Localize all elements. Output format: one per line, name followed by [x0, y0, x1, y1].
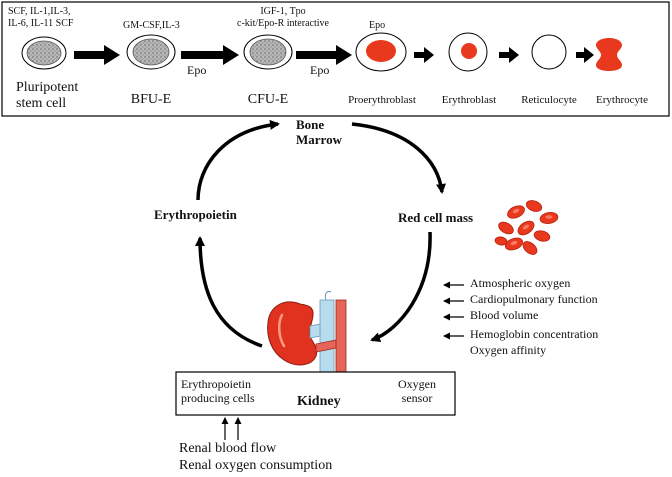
stage-label-proerythroblast: Proerythroblast	[348, 94, 416, 106]
bone-marrow-line2: Marrow	[296, 131, 342, 147]
renal-factor-1: Renal oxygen consumption	[179, 458, 333, 473]
erythrocyte-cell	[596, 38, 622, 71]
arrow-4	[414, 47, 434, 63]
factors-cfu-line2: c-kit/Epo-R interactive	[237, 17, 329, 29]
stage-label-pluripotent-line1: Pluripotent	[16, 80, 79, 95]
oxygen-sensor-line2: sensor	[401, 390, 433, 405]
oxygen-sensor-line1: Oxygen	[398, 377, 436, 391]
arrow-6	[576, 47, 594, 63]
bone-marrow-label: Bone Marrow	[296, 117, 342, 148]
stage-label-cfu: CFU-E	[247, 92, 289, 107]
stage-label-bfu: BFU-E	[130, 92, 172, 107]
arrow-kidney-to-epo	[195, 236, 263, 348]
epo-producing-line2: producing cells	[181, 390, 255, 405]
cfu-e-cell	[243, 34, 293, 70]
stage-label-erythrocyte: Erythrocyte	[596, 94, 648, 106]
kidney-label-box	[175, 371, 456, 416]
stage-arrows	[74, 45, 594, 65]
kidney-label: Kidney	[297, 394, 341, 409]
pluripotent-cell	[21, 36, 67, 70]
factors-bfu: GM-CSF,IL-3	[123, 20, 180, 31]
arrow-5	[499, 47, 519, 63]
proerythroblast-cell	[355, 32, 407, 72]
oxygen-factor-3: Hemoglobin concentration	[470, 327, 599, 341]
epo-label-1: Epo	[187, 63, 207, 77]
erythropoietin-label: Erythropoietin	[154, 207, 237, 222]
oxygen-factor-4: Oxygen affinity	[470, 343, 547, 357]
arrow-3	[296, 45, 352, 65]
arrow-2	[181, 45, 239, 65]
oxygen-factor-1: Cardiopulmonary function	[470, 292, 598, 306]
red-cell-mass-label: Red cell mass	[398, 210, 474, 225]
erythroblast-cell	[448, 32, 488, 72]
factors-pluripotent-line2: IL-6, IL-11 SCF	[8, 17, 74, 29]
arrow-1	[74, 45, 120, 65]
kidney-illustration	[267, 291, 347, 385]
red-cell-cluster	[494, 200, 559, 255]
factors-cfu: IGF-1, Tpo c-kit/Epo-R interactive	[218, 6, 348, 29]
epo-label-2: Epo	[310, 63, 330, 77]
stage-label-erythroblast: Erythroblast	[441, 94, 497, 106]
epo-producing-cells-label: Erythropoietin producing cells	[181, 377, 255, 406]
reticulocyte-cell	[531, 34, 567, 70]
bone-marrow-line1: Bone	[296, 117, 325, 132]
stage-label-pluripotent-line2: stem cell	[16, 96, 67, 112]
oxygen-factor-arrows	[443, 281, 464, 340]
factors-pluripotent-line1: SCF, IL-1,IL-3,	[8, 6, 71, 17]
arrow-redcell-to-kidney	[370, 231, 432, 343]
epo-producing-line1: Erythropoietin	[181, 377, 251, 391]
oxygen-factor-0: Atmospheric oxygen	[470, 276, 571, 290]
top-panel-frame	[1, 1, 670, 117]
stage-label-pluripotent: Pluripotent stem cell	[16, 80, 78, 112]
arrow-marrow-to-redcell	[351, 122, 446, 194]
bfu-e-cell	[126, 34, 176, 70]
factors-pluripotent: SCF, IL-1,IL-3, IL-6, IL-11 SCF	[8, 6, 73, 29]
arrow-epo-to-marrow	[196, 119, 280, 201]
renal-factor-0: Renal blood flow	[179, 441, 277, 456]
oxygen-sensor-label: Oxygen sensor	[386, 377, 448, 406]
stage-label-reticulocyte: Reticulocyte	[521, 94, 577, 106]
oxygen-factor-2: Blood volume	[470, 308, 539, 322]
renal-factor-arrows	[221, 417, 242, 440]
factors-cfu-line1: IGF-1, Tpo	[260, 6, 306, 17]
factors-proerythroblast: Epo	[369, 20, 386, 31]
